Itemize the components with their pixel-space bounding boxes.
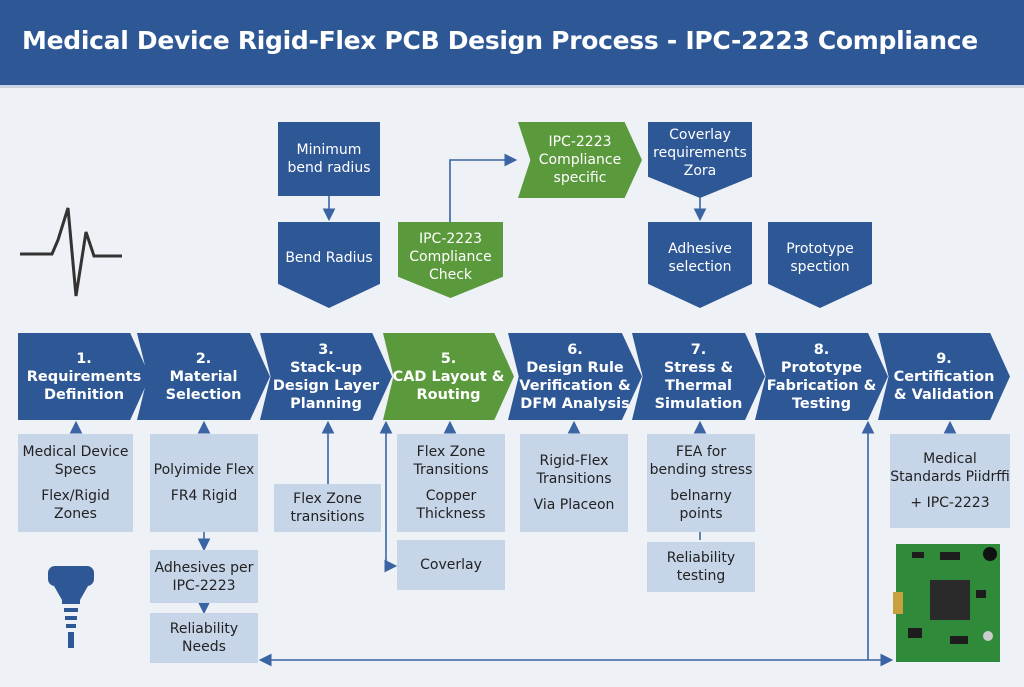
detail-certification: Medical Standards Piidrffi+ IPC-2223 [890, 434, 1010, 528]
detail-flex-zone-transitions: Flex Zone transitions [274, 484, 381, 532]
process-step-8: 9.Certification & Validation [878, 333, 1010, 420]
process-step-7: 8.Prototype Fabrication & Testing [755, 333, 888, 420]
process-step-3: 3.Stack-up Design Layer Planning [260, 333, 392, 420]
step-label: Stack-up Design Layer Planning [272, 359, 380, 412]
step-number: 3. [318, 341, 334, 358]
step-label: Material Selection [165, 368, 242, 403]
node-minimum-bend-radius: Minimum bend radius [278, 122, 380, 196]
step-number: 9. [936, 350, 952, 367]
step-label: CAD Layout & Routing [392, 368, 505, 403]
page-title: Medical Device Rigid-Flex PCB Design Pro… [22, 26, 978, 55]
implant-icon [48, 566, 94, 648]
step-label: Stress & Thermal Simulation [654, 359, 743, 412]
header-banner: Medical Device Rigid-Flex PCB Design Pro… [0, 0, 1024, 88]
step-number: 8. [813, 341, 830, 358]
detail-adhesives: Adhesives per IPC-2223 [150, 550, 258, 603]
process-step-5: 6.Design Rule Verification & DFM Analysi… [508, 333, 642, 420]
step-number: 2. [195, 350, 212, 367]
step-number: 5. [440, 350, 457, 367]
step-label: Certification & Validation [893, 368, 995, 403]
step-label: Design Rule Verification & DFM Analysis [519, 359, 631, 412]
pcb-board-image [893, 544, 1000, 662]
step-number: 6. [567, 341, 583, 358]
heartbeat-icon [20, 207, 122, 297]
detail-reliability-needs: Reliability Needs [150, 613, 258, 663]
process-step-4: 5.CAD Layout & Routing [383, 333, 514, 420]
process-step-2: 2.Material Selection [137, 333, 270, 420]
step-label: Prototype Fabrication & Testing [766, 359, 877, 412]
node-ipc-compliance-specific: IPC-2223 Compliance specific [518, 122, 642, 198]
step-number: 7. [690, 341, 707, 358]
step-label: Requirements Definition [26, 368, 142, 403]
detail-reliability-testing: Reliability testing [647, 542, 755, 592]
process-step-1: 1.Requirements Definition [18, 333, 150, 420]
step-number: 1. [76, 350, 92, 367]
process-step-6: 7.Stress & Thermal Simulation [632, 333, 765, 420]
detail-coverlay: Coverlay [397, 540, 505, 590]
